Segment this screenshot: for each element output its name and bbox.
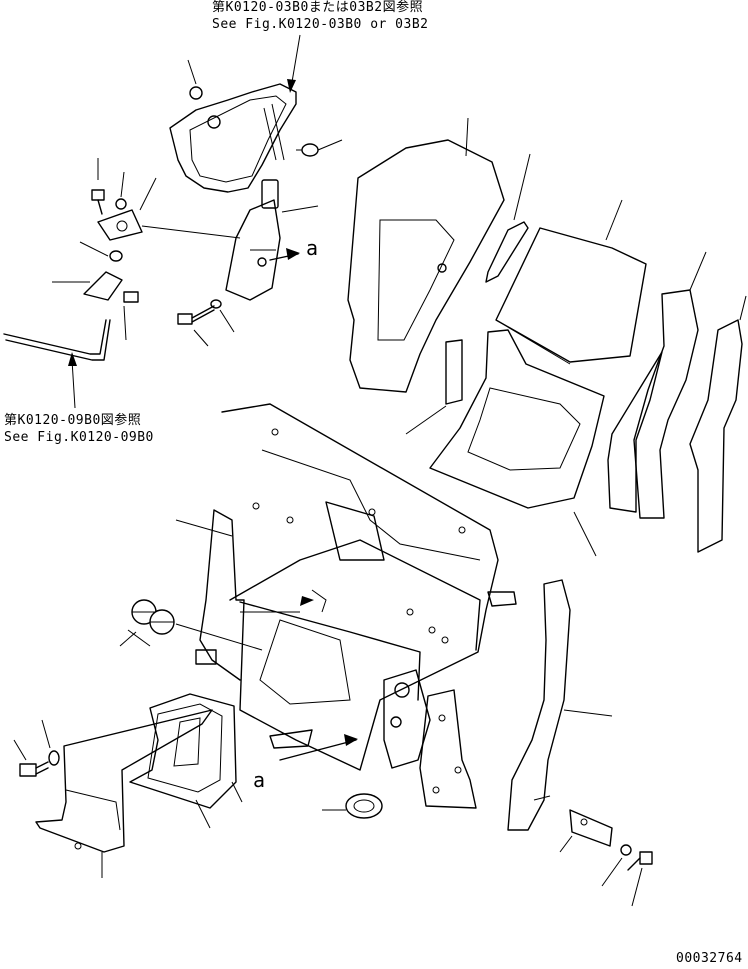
- floor-mat: [429, 329, 605, 557]
- left-reference-jp: 第K0120-09B0図参照: [4, 413, 142, 428]
- top-reference-arrow: [287, 34, 301, 93]
- dust-boot: [129, 693, 243, 829]
- bottom-left-cover: [35, 709, 213, 878]
- floor-cover: [495, 199, 647, 365]
- bolt-left-mid: [177, 299, 235, 347]
- callout-a-upper: a: [306, 236, 319, 260]
- top-reference-jp: 第K0120-03B0または03B2図参照: [212, 0, 424, 15]
- pedal-linkage: [141, 179, 319, 301]
- drawing-number: 00032764: [676, 951, 743, 966]
- bolt-washer-group: [52, 158, 157, 341]
- rubber-seal: [322, 793, 383, 819]
- side-rail-2: [689, 295, 747, 553]
- main-frame: [175, 403, 517, 771]
- bolt-bottom-left: [13, 719, 60, 777]
- right-vertical-cover: [507, 579, 613, 831]
- control-rod: [3, 319, 111, 361]
- left-reference-arrow: [68, 352, 77, 409]
- bottom-right-bracket: [559, 809, 653, 907]
- side-rail-1: [607, 251, 707, 519]
- pad-parts: [405, 153, 531, 435]
- left-reference-en: See Fig.K0120-09B0: [4, 430, 154, 445]
- top-reference-en: See Fig.K0120-03B0 or 03B2: [212, 17, 429, 32]
- grommets: [119, 599, 263, 651]
- callout-a-lower: a: [253, 768, 266, 792]
- pedal-bracket: [169, 59, 343, 193]
- right-bracket: [419, 689, 477, 809]
- cab-cover-left: [347, 117, 505, 393]
